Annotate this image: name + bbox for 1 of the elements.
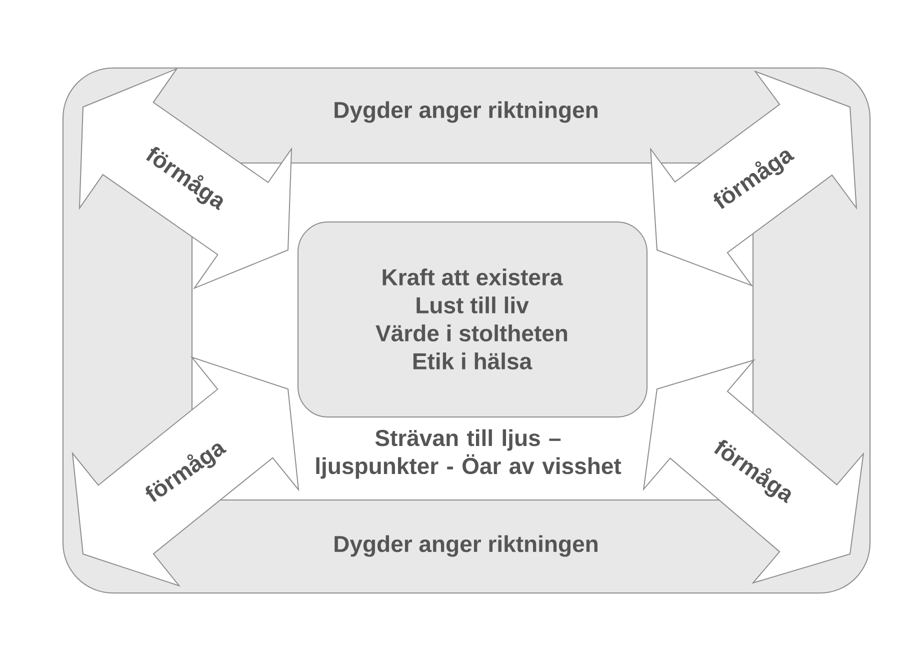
center-box: Kraft att existera Lust till liv Värde i stoltheten Etik i hälsa — [298, 222, 648, 418]
